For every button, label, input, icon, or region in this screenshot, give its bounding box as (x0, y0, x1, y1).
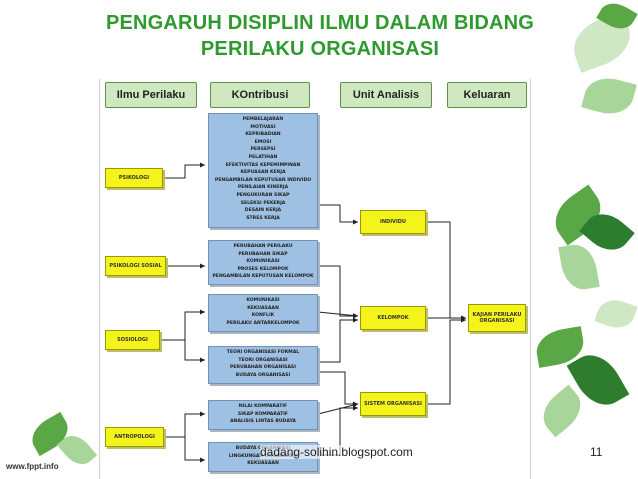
contribution-sosiologi-a: KOMUNIKASI KEKUASAAN KONFLIK PERILAKU AN… (208, 294, 318, 332)
discipline-sosiologi: SOSIOLOGI (105, 330, 160, 350)
page-number: 11 (590, 445, 603, 459)
watermark: www.fppt.info (6, 462, 59, 471)
contribution-psikologi: PEMBELAJARAN MOTIVASI KEPRIBADIAN EMOSI … (208, 113, 318, 228)
contribution-sosiologi-b: TEORI ORGANISASI FORMAL TEORI ORGANISASI… (208, 346, 318, 384)
discipline-psikologi-sosial: PSIKOLOGI SOSIAL (105, 256, 166, 276)
discipline-antropologi: ANTROPOLOGI (105, 427, 164, 447)
page-title: PENGARUH DISIPLIN ILMU DALAM BIDANG PERI… (70, 10, 570, 62)
unit-sistem-organisasi: SISTEM ORGANISASI (360, 392, 426, 416)
output-kajian-perilaku-organisasi: KAJIAN PERILAKU ORGANISASI (468, 304, 526, 332)
header-ilmu-perilaku: Ilmu Perilaku (105, 82, 197, 108)
header-keluaran: Keluaran (447, 82, 527, 108)
unit-kelompok: KELOMPOK (360, 306, 426, 330)
title-line-2: PERILAKU ORGANISASI (200, 38, 440, 60)
discipline-psikologi: PSIKOLOGI (105, 168, 163, 188)
contribution-psikologi-sosial: PERUBAHAN PERILAKU PERUBAHAN SIKAP KOMUN… (208, 240, 318, 285)
header-kontribusi: KOntribusi (210, 82, 310, 108)
title-line-1: PENGARUH DISIPLIN ILMU DALAM BIDANG (105, 12, 535, 34)
footer-url: dadang-solihin.blogspot.com (260, 445, 413, 459)
header-unit-analisis: Unit Analisis (340, 82, 432, 108)
contribution-antropologi-a: NILAI KOMPARATIF SIKAP KOMPARATIF ANALIS… (208, 400, 318, 430)
unit-individu: INDIVIDU (360, 210, 426, 234)
